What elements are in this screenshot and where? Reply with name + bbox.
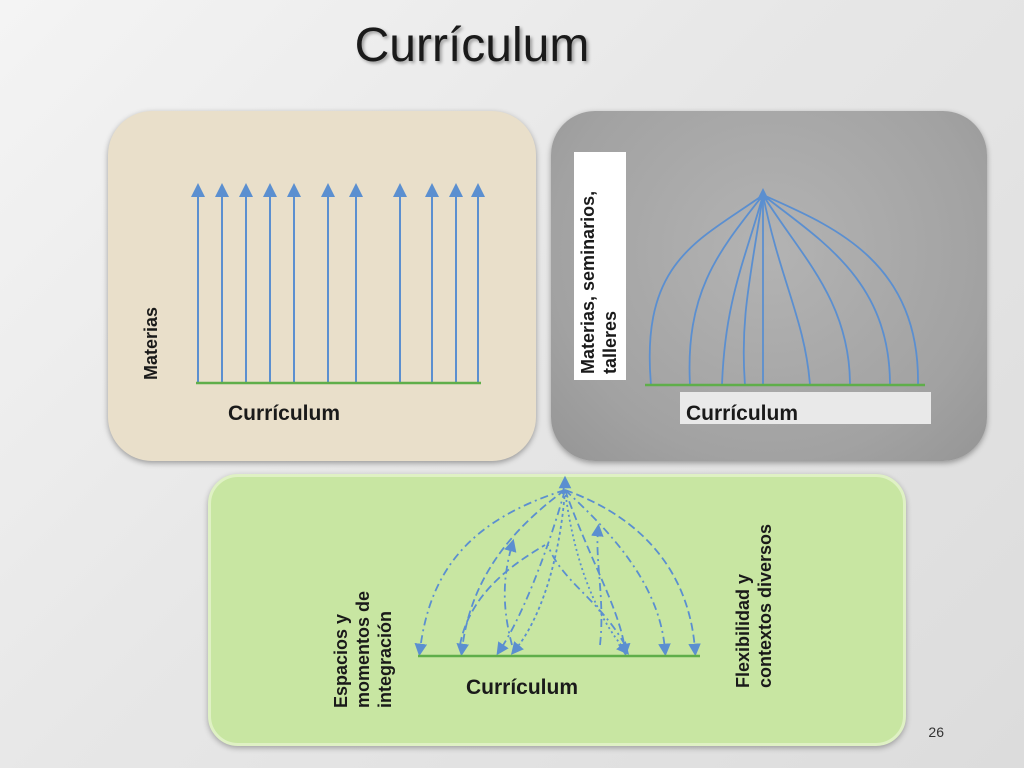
gray-panel-label-strip [574,152,626,380]
parallel-arrows [191,183,485,383]
converging-curve [762,194,919,386]
integration-arrow [564,489,701,657]
integration-arrow [496,489,566,656]
page-number: 26 [928,724,944,740]
integration-arrow [558,475,572,495]
integration-arrow [414,489,566,657]
converging-apex-arrowhead [757,188,769,200]
converging-curve [762,194,891,386]
gray-panel-label-bar [680,392,931,424]
integration-arrows [414,475,701,657]
gray-vertical-label: Materias, seminarios, talleres [578,190,620,374]
converging-curve [648,194,764,386]
converging-curve [721,194,764,386]
integration-arrow [564,489,630,655]
gray-bottom-label: Currículum [686,402,799,425]
slide-title: Currículum [354,19,590,72]
green-left-label: Espacios y momentos de integración [331,590,395,708]
parallel-subjects-panel [108,111,536,461]
beige-vertical-label: Materias [141,306,161,380]
integration-arrow [564,489,671,657]
converging-curve [688,194,764,386]
integration-arrow [456,489,566,657]
beige-bottom-label: Currículum [228,402,341,425]
integration-arrow [564,489,631,657]
converging-curve [762,194,811,386]
converging-curve [742,194,764,386]
green-right-label: Flexibilidad y contextos diversos [733,523,775,688]
integration-arrow [459,544,546,646]
green-bottom-label: Currículum [466,676,579,699]
converging-curves [648,194,919,386]
integration-arrow [510,489,566,655]
converging-curve [762,194,851,386]
integration-arrow [591,523,604,646]
integration-arrow [547,544,626,646]
integration-arrow [503,538,517,646]
